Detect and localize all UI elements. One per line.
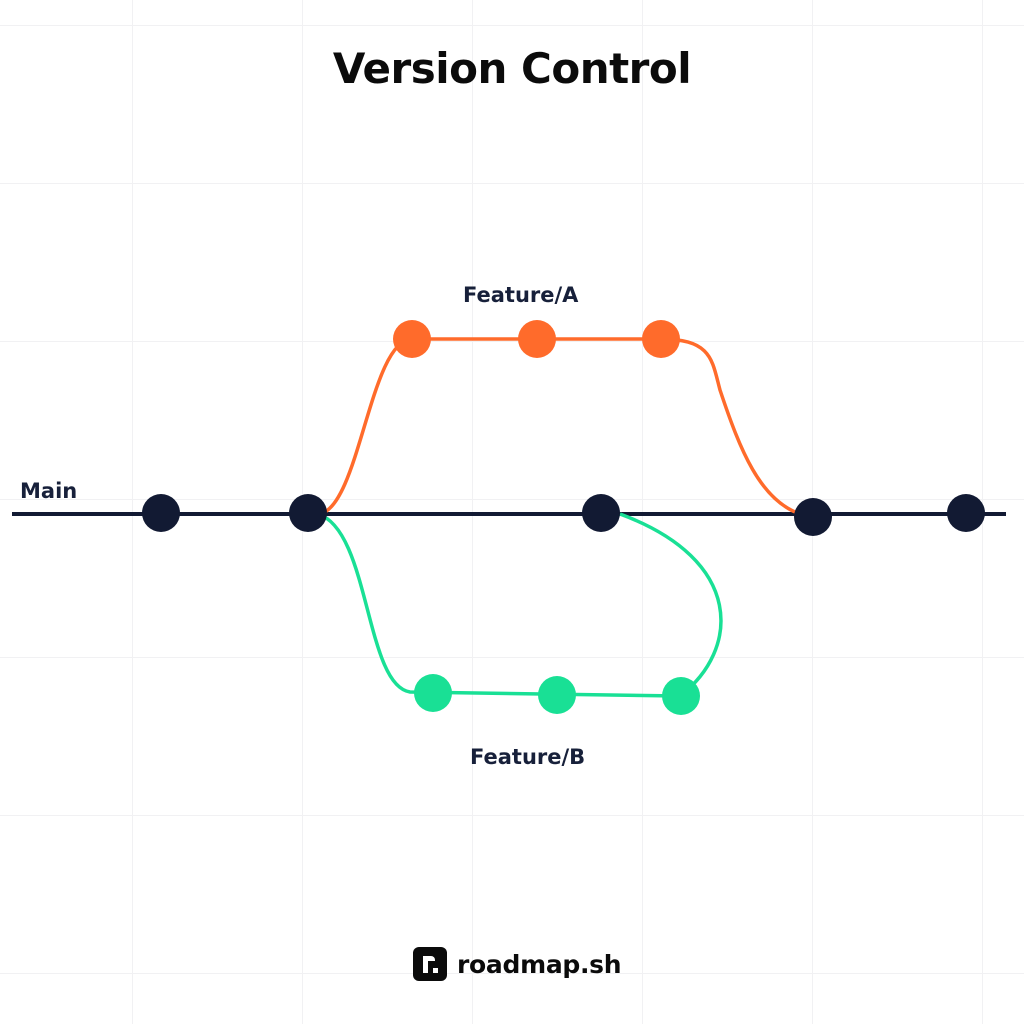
brand-name: roadmap.sh xyxy=(457,949,622,979)
roadmap-logo-icon xyxy=(413,947,447,981)
page-title: Version Control xyxy=(332,44,692,93)
feature-a-commit-node[interactable] xyxy=(642,320,680,358)
feature-b-commit-node[interactable] xyxy=(538,676,576,714)
main-commit-node[interactable] xyxy=(947,494,985,532)
feature-a-commit-node[interactable] xyxy=(518,320,556,358)
feature-b-branch-label: Feature/B xyxy=(470,745,586,769)
feature-a-branch-label: Feature/A xyxy=(463,283,579,307)
feature-a-commit-node[interactable] xyxy=(393,320,431,358)
main-branch-label: Main xyxy=(20,479,78,503)
feature-b-commit-node[interactable] xyxy=(662,677,700,715)
main-commit-node[interactable] xyxy=(582,494,620,532)
main-commit-node[interactable] xyxy=(142,494,180,532)
main-commit-node[interactable] xyxy=(289,494,327,532)
feature-b-commit-node[interactable] xyxy=(414,674,452,712)
feature-b-branch-line xyxy=(317,512,723,698)
feature-a-branch-line xyxy=(319,337,801,516)
brand-footer[interactable]: roadmap.sh xyxy=(413,946,622,982)
main-commit-node[interactable] xyxy=(794,498,832,536)
